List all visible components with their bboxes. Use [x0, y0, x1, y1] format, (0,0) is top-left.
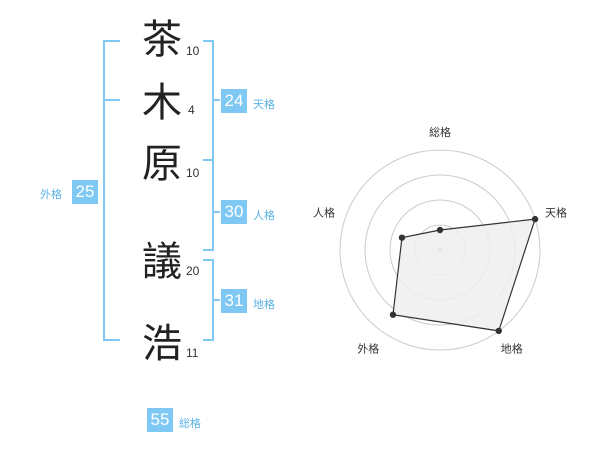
gaikaku-bracket — [103, 40, 120, 341]
stroke-count-4: 20 — [186, 264, 200, 278]
radar-point-1 — [436, 226, 444, 234]
tenkaku-value: 24 — [221, 89, 247, 113]
jinkaku-value: 30 — [221, 200, 247, 224]
radar-axis-label-1: 総格 — [429, 125, 451, 139]
name-char-5: 浩 — [142, 321, 182, 367]
radar-axis-label-3: 地格 — [501, 342, 523, 356]
tenkaku-label: 天格 — [253, 98, 275, 111]
stroke-count-1: 10 — [186, 44, 200, 58]
chikaku-label: 地格 — [253, 298, 275, 311]
chikaku-value: 31 — [221, 289, 247, 313]
name-char-3: 原 — [142, 141, 182, 187]
radar-axis-label-2: 天格 — [545, 205, 567, 219]
name-char-4: 議 — [142, 239, 182, 285]
stroke-count-5: 11 — [186, 346, 199, 360]
radar-polygon — [392, 218, 536, 332]
radar-axis-label-5: 人格 — [313, 205, 335, 219]
soukaku-label: 総格 — [179, 417, 201, 430]
jinkaku-bracket — [203, 159, 214, 251]
name-char-1: 茶 — [142, 17, 182, 63]
stroke-count-3: 10 — [186, 166, 200, 180]
radar-ring-4 — [339, 149, 541, 351]
gaikaku-label: 外格 — [40, 188, 62, 201]
gaikaku-value: 25 — [72, 180, 98, 204]
stroke-count-2: 4 — [188, 103, 195, 117]
radar-point-3 — [495, 327, 502, 335]
radar-point-4 — [389, 311, 397, 318]
radar-point-2 — [531, 215, 539, 223]
radar-axis-label-4: 外格 — [357, 342, 379, 356]
soukaku-value: 55 — [147, 408, 173, 432]
name-char-2: 木 — [142, 80, 182, 126]
radar-point-5 — [398, 234, 406, 241]
jinkaku-label: 人格 — [253, 209, 275, 222]
